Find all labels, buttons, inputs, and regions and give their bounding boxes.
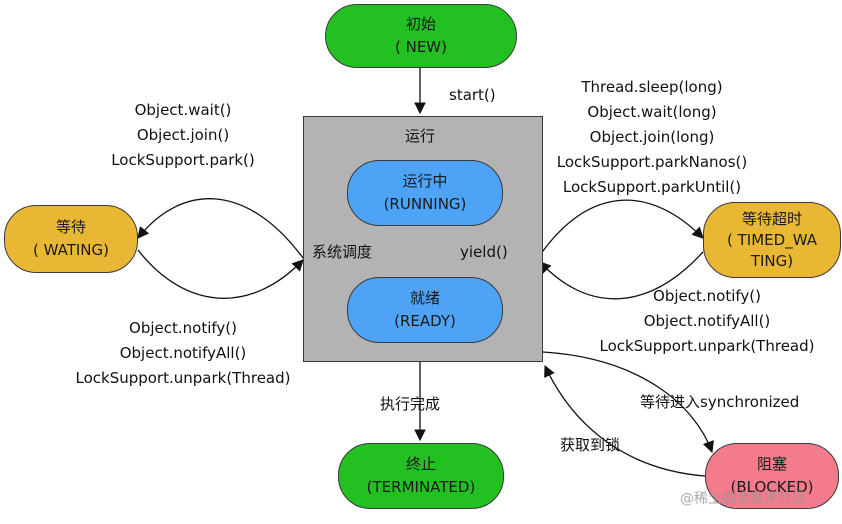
- arrow-from-waiting: [137, 249, 304, 299]
- arrow-from-timed: [539, 251, 704, 300]
- state-running: 运行中 (RUNNING): [347, 160, 503, 226]
- state-new-title: 初始: [405, 15, 436, 33]
- state-terminated-title: 终止: [405, 455, 436, 473]
- arrow-to-waiting: [137, 198, 304, 259]
- state-timed-waiting-title: 等待超时: [741, 209, 802, 228]
- label-timed-method: Thread.sleep(long): [581, 78, 723, 96]
- label-timed-methods: Thread.sleep(long) Object.wait(long) Obj…: [536, 75, 768, 200]
- label-notify-method: Object.notifyAll(): [643, 312, 771, 330]
- state-blocked: 阻塞 (BLOCKED): [705, 443, 839, 509]
- arrow-to-timed: [539, 199, 704, 256]
- state-running-title: 运行中: [402, 172, 448, 190]
- state-timed-waiting: 等待超时 ( TIMED_WA TING): [703, 202, 841, 278]
- runnable-region-title: 运行: [404, 127, 435, 145]
- state-waiting-code: ( WATING): [32, 241, 109, 259]
- state-new-code: ( NEW): [394, 38, 447, 56]
- label-notify-method: Object.notify(): [129, 319, 237, 337]
- label-notify-method: Object.notify(): [653, 287, 761, 305]
- label-notify-method: LockSupport.unpark(Thread): [75, 369, 291, 387]
- state-ready-title: 就绪: [409, 289, 440, 307]
- label-timed-method: Object.wait(long): [587, 103, 717, 121]
- state-terminated: 终止 (TERMINATED): [338, 443, 504, 509]
- label-notify-method: Object.notifyAll(): [119, 344, 247, 362]
- state-waiting-title: 等待: [55, 218, 86, 236]
- label-wait-method: Object.wait(): [134, 101, 232, 119]
- label-wait-method: Object.join(): [136, 126, 230, 144]
- state-blocked-title: 阻塞: [756, 455, 787, 473]
- label-notify-left: Object.notify() Object.notifyAll() LockS…: [58, 316, 308, 391]
- state-timed-waiting-code: ( TIMED_WA: [727, 230, 817, 249]
- state-ready-code: (READY): [394, 312, 456, 330]
- label-scheduling: 系统调度: [312, 243, 373, 261]
- label-notify-right: Object.notify() Object.notifyAll() LockS…: [580, 284, 834, 359]
- label-timed-method: LockSupport.parkNanos(): [556, 153, 748, 171]
- watermark: @稀土掘金技术社区: [680, 491, 806, 507]
- label-notify-method: LockSupport.unpark(Thread): [599, 337, 815, 355]
- arrow-to-blocked: [542, 351, 714, 454]
- label-yield: yield(): [460, 243, 508, 261]
- label-timed-method: Object.join(long): [589, 128, 715, 146]
- state-new: 初始 ( NEW): [325, 4, 517, 68]
- label-wait-method: LockSupport.park(): [111, 151, 255, 169]
- state-running-code: (RUNNING): [383, 195, 467, 213]
- label-wait-methods: Object.wait() Object.join() LockSupport.…: [88, 98, 278, 173]
- state-terminated-code: (TERMINATED): [366, 478, 476, 496]
- state-ready: 就绪 (READY): [347, 277, 503, 343]
- label-start: start(): [449, 86, 496, 104]
- label-finish: 执行完成: [380, 395, 441, 413]
- state-blocked-code: (BLOCKED): [730, 478, 814, 496]
- state-waiting: 等待 ( WATING): [4, 205, 138, 273]
- label-timed-method: LockSupport.parkUntil(): [562, 178, 742, 196]
- label-enter-sync: 等待进入synchronized: [640, 393, 800, 411]
- label-acquire-lock: 获取到锁: [560, 436, 621, 454]
- state-timed-waiting-code-cont: TING): [750, 251, 794, 270]
- arrow-from-blocked: [544, 364, 706, 477]
